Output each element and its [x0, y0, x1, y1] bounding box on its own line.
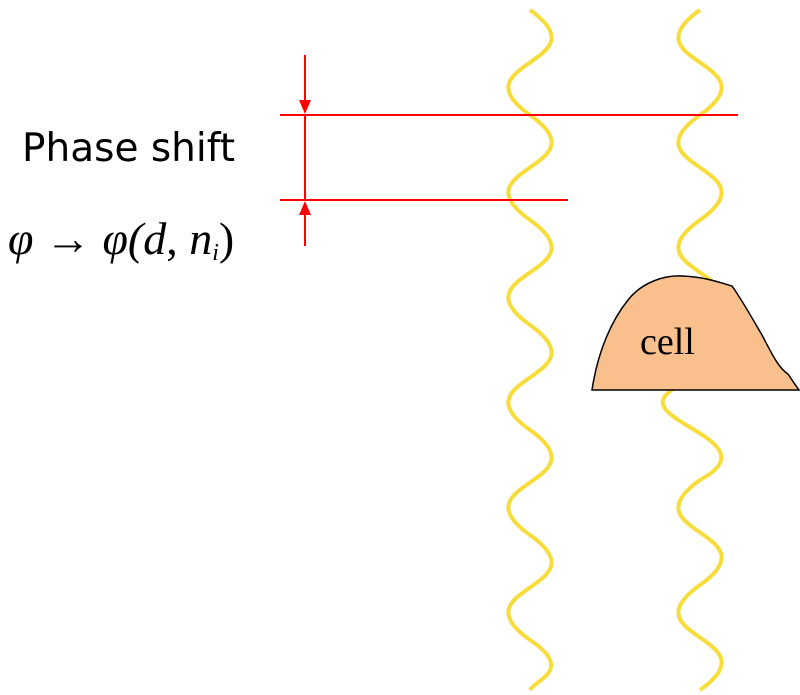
cell-shape: [591, 275, 800, 391]
formula-subscript: i: [212, 240, 219, 266]
cell-light-wave-lower: [660, 388, 724, 692]
formula-d: d: [143, 213, 167, 264]
formula-n: n: [189, 213, 213, 264]
formula-phi-open: φ(: [102, 213, 144, 264]
formula-phi: φ: [8, 213, 34, 264]
formula-comma: ,: [166, 213, 190, 264]
phase-shift-label: Phase shift: [22, 126, 236, 171]
cell-light-wave-upper: [676, 8, 724, 327]
arrow-top-head: [299, 100, 311, 114]
arrow-bottom-head: [299, 201, 311, 215]
cell-label: cell: [640, 321, 695, 363]
formula-close: ): [218, 213, 235, 264]
reference-light-wave: [506, 8, 554, 692]
formula-arrow: →: [44, 213, 91, 264]
phase-formula: φ → φ(d, ni): [8, 212, 234, 267]
